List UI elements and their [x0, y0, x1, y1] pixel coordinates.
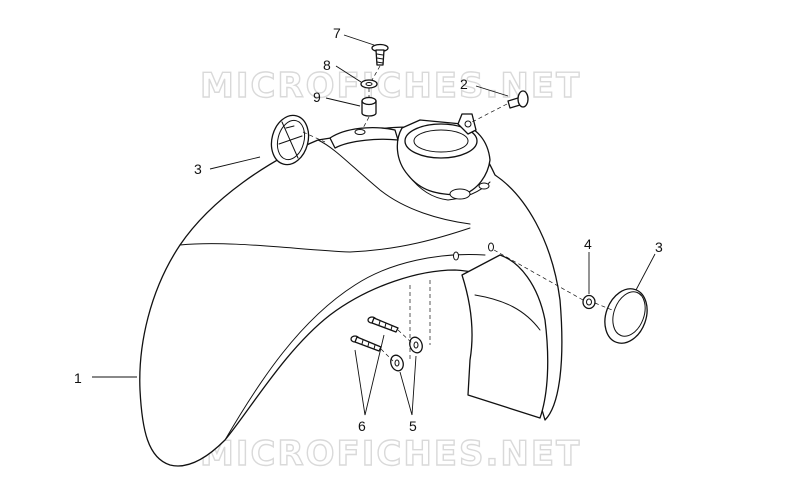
assembly-axes [302, 65, 613, 362]
front-mudguard [139, 113, 563, 467]
callout-6: 6 [358, 418, 366, 434]
callout-labels: 1 2 3 3 4 5 6 7 8 9 [74, 25, 663, 434]
callout-7: 7 [333, 25, 341, 41]
reflector-right [604, 288, 648, 344]
callout-1: 1 [74, 370, 82, 386]
washer-5-lower [390, 354, 404, 372]
callout-5: 5 [409, 418, 417, 434]
washer-8 [360, 79, 378, 89]
nut [582, 294, 596, 310]
spacer-9 [361, 96, 377, 117]
screw-6-upper [367, 316, 399, 333]
callout-2: 2 [460, 76, 468, 92]
callout-9: 9 [313, 89, 321, 105]
callout-3-left: 3 [194, 161, 202, 177]
washer-5-upper [409, 336, 423, 354]
screw-6-lower [350, 335, 382, 352]
callout-3-right: 3 [655, 239, 663, 255]
callout-4: 4 [584, 236, 592, 252]
screw-7 [371, 43, 389, 66]
leader-lines [92, 34, 656, 416]
callout-8: 8 [323, 57, 331, 73]
watermark-bottom: MICROFICHES.NET [200, 434, 581, 474]
reflector-left [270, 114, 310, 166]
screw-2 [507, 90, 529, 109]
